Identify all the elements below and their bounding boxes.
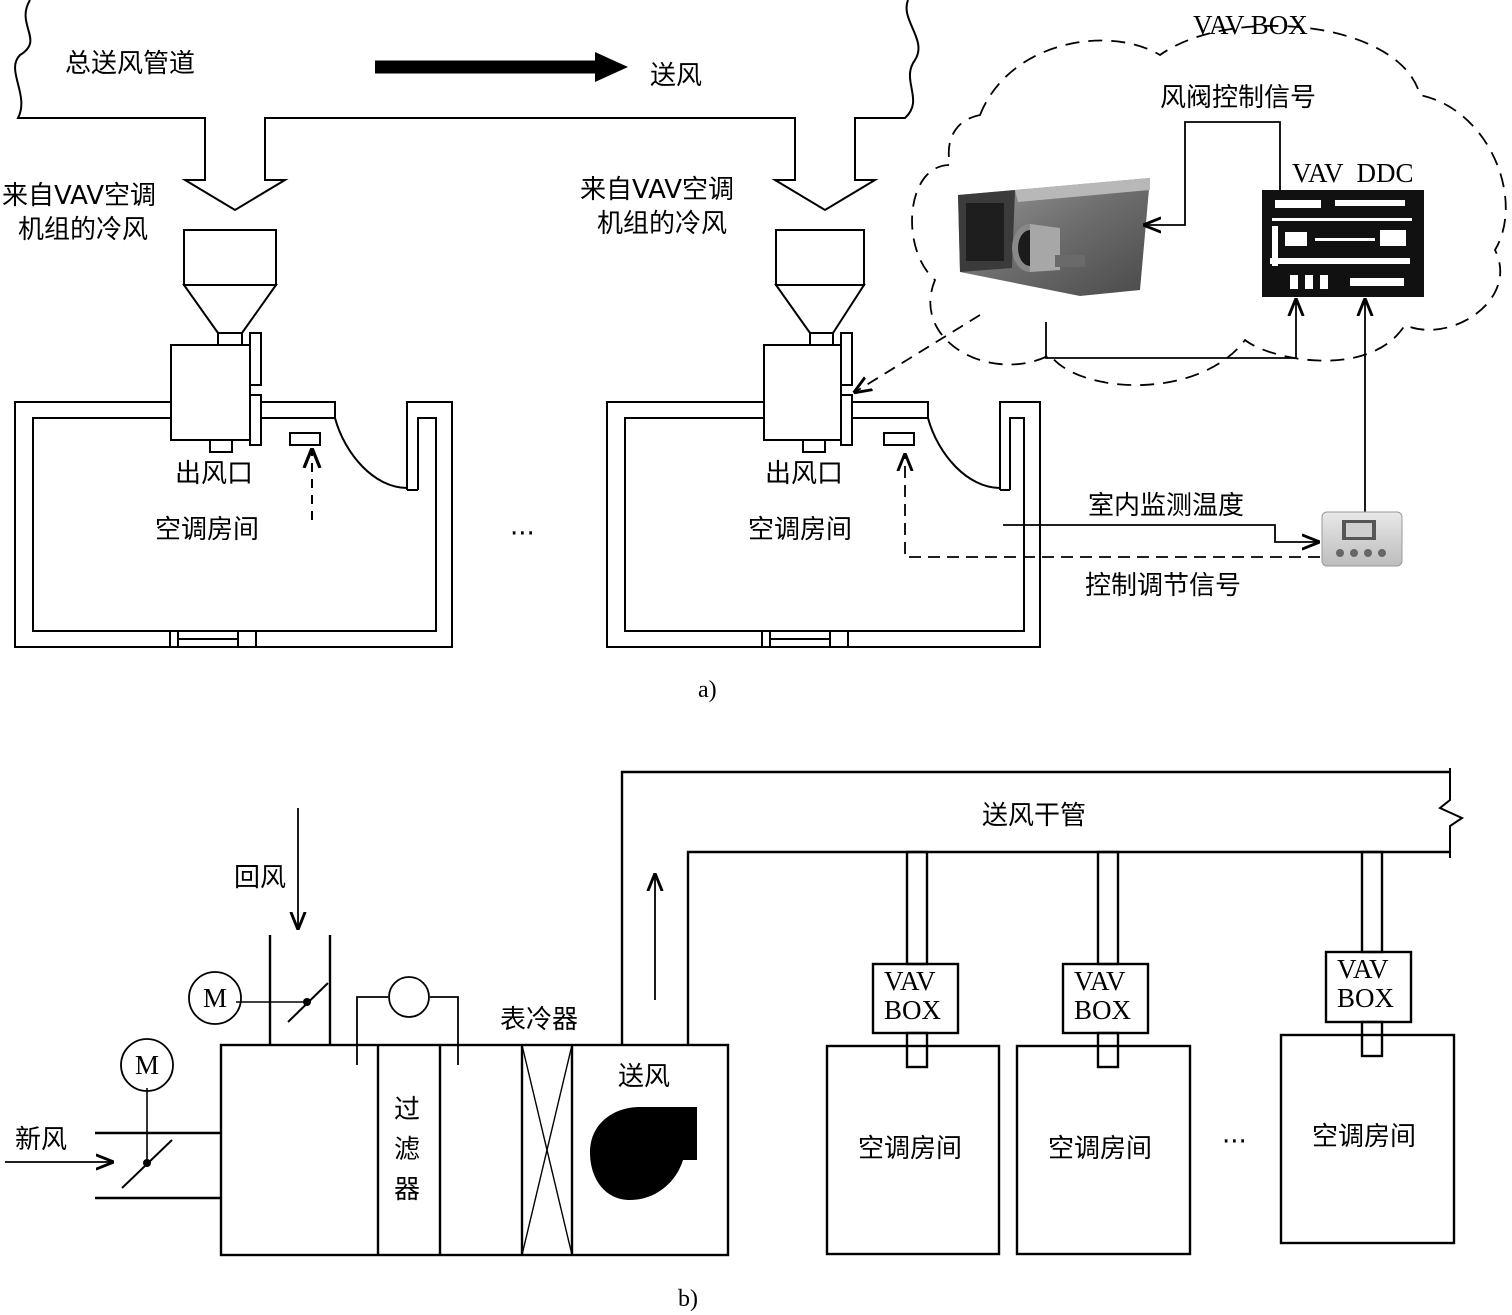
supply-main-label: 送风干管: [982, 801, 1086, 831]
branch-2: [1015, 850, 1192, 1256]
motor-icon-return: [188, 971, 242, 1025]
return-air-label: 回风: [234, 863, 286, 893]
vav-terminal-right: [763, 344, 842, 441]
supply-arrow-head: [595, 52, 628, 82]
cold-air-label-right-2: 机组的冷风: [597, 209, 727, 239]
caption-a: a): [698, 677, 717, 703]
room-wall-right: [606, 401, 1041, 648]
thermostat-image: [1321, 511, 1403, 567]
door-swing-left: [334, 417, 408, 489]
room-label-right: 空调房间: [748, 515, 852, 545]
temp-label: 室内监测温度: [1088, 491, 1244, 521]
room-label-left: 空调房间: [155, 515, 259, 545]
room-label-3: 空调房间: [1312, 1122, 1416, 1152]
vav-terminal-left: [170, 344, 251, 441]
diagram-a-labels: 总送风管道 送风 来自VAV空调 机组的冷风 来自VAV空调 机组的冷风 出风口…: [2, 10, 1414, 703]
branch-1: [825, 850, 1001, 1256]
temp-sensor-left: [289, 432, 321, 446]
vav-box-cloud: [911, 25, 1507, 386]
motor-label-fresh: M: [135, 1050, 159, 1080]
caption-b: b): [678, 1286, 698, 1312]
vav-ddc-controller-image: [1262, 190, 1424, 297]
ellipsis-b: ···: [1222, 1127, 1247, 1157]
fan-label: 送风: [618, 1062, 670, 1092]
control-label: 控制调节信号: [1085, 571, 1241, 601]
main-supply-duct: [14, 0, 920, 212]
damper-signal-line: [1145, 121, 1281, 225]
branch-3: [1279, 850, 1456, 1245]
room-box-2: [1015, 1044, 1192, 1256]
room-wall-left: [14, 401, 453, 648]
ellipsis-a: ···: [510, 519, 535, 549]
main-duct-label: 总送风管道: [65, 49, 195, 79]
supply-main-duct: [620, 770, 1450, 1045]
room-left: [14, 229, 453, 648]
feedback-line: [1045, 300, 1296, 359]
damper-signal-label: 风阀控制信号: [1160, 83, 1316, 113]
supply-arrow-label: 送风: [650, 61, 702, 91]
fan-icon: [590, 1107, 697, 1200]
hopper-right: [774, 284, 866, 334]
cold-air-label-left-2: 机组的冷风: [18, 215, 148, 245]
diagram-b: [5, 768, 1465, 1257]
cold-air-label-right-1: 来自VAV空调: [580, 175, 734, 205]
room-box-3: [1279, 1033, 1456, 1245]
room-label-2: 空调房间: [1048, 1134, 1152, 1164]
room-box-1: [825, 1044, 1001, 1256]
cold-air-label-left-1: 来自VAV空调: [2, 181, 156, 211]
vav-box-cloud-label: VAV BOX: [1193, 10, 1308, 40]
outlet-label-left: 出风口: [175, 459, 253, 489]
room-right: [606, 229, 1041, 648]
air-handling-unit: [219, 1043, 730, 1257]
filter-label: 过滤器: [394, 1095, 420, 1205]
temp-sensor-right: [883, 432, 915, 446]
vav-ddc-label: VAV DDC: [1292, 158, 1414, 188]
door-swing-right: [927, 417, 1001, 489]
fresh-air-label: 新风: [15, 1125, 67, 1155]
room-temp-line: [1003, 524, 1318, 542]
cooler-label: 表冷器: [500, 1005, 578, 1035]
vav-box-unit-image: [958, 178, 1150, 296]
room-label-1: 空调房间: [858, 1134, 962, 1164]
motor-icon-fresh: [120, 1038, 174, 1092]
terminal-inlet-right: [775, 229, 865, 286]
control-signal-line: [905, 455, 1320, 558]
cloud-leader-line: [855, 314, 981, 392]
duct-break-symbol: [1438, 768, 1465, 858]
diagram-a: [14, 0, 1507, 648]
hopper-left: [182, 284, 278, 334]
terminal-inlet-left: [183, 229, 277, 286]
pressure-gauge-icon: [388, 976, 430, 1018]
outlet-label-right: 出风口: [765, 459, 843, 489]
motor-label-return: M: [203, 983, 227, 1013]
